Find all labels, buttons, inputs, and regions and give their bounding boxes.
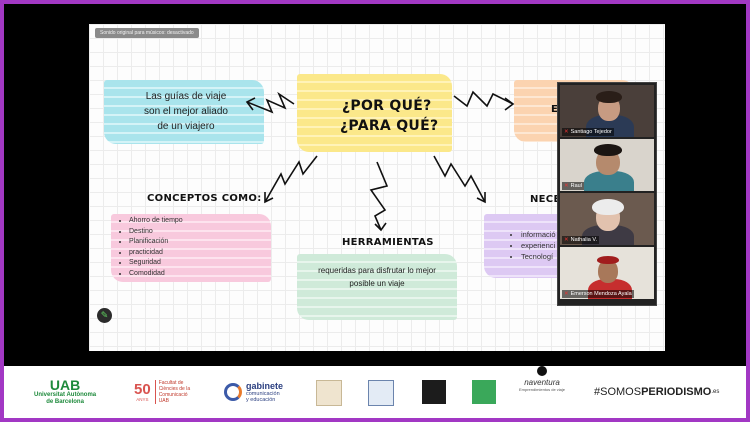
participant-name: Emerson Mendoza Ayala <box>570 291 632 297</box>
arrow-left-head <box>245 97 256 111</box>
sponsor-footer: UAB Universitat Autònoma de Barcelona 50… <box>4 366 746 418</box>
center-title-2: ¿PARA QUÉ? <box>340 118 439 134</box>
mic-off-icon: ✕ <box>564 129 569 135</box>
center-note <box>297 74 452 152</box>
conceptos-list: Ahorro de tiempo Destino Planificación p… <box>117 216 183 279</box>
list-item: informació <box>521 229 556 240</box>
herramientas-note <box>297 254 457 320</box>
list-item: experienci <box>521 240 556 251</box>
arrow-down-center-head <box>374 222 387 232</box>
mic-off-icon: ✕ <box>564 183 569 189</box>
sponsor-logo-dark <box>422 380 446 404</box>
arrow-down-center <box>369 161 389 231</box>
list-item: Tecnologí <box>521 251 556 262</box>
arrow-down-left-head <box>264 192 274 204</box>
participant-tile[interactable]: ✕Santiago Tejedor <box>560 85 654 137</box>
necesidades-title: NECES <box>530 194 569 205</box>
arrow-left <box>246 91 295 114</box>
participant-tile[interactable]: ✕Raul <box>560 139 654 191</box>
original-sound-notice[interactable]: Sonido original para músicos: desactivad… <box>95 28 199 38</box>
sponsor-logo-beige <box>316 380 342 406</box>
window-frame: Sonido original para músicos: desactivad… <box>4 4 746 418</box>
pen-icon[interactable]: ✎ <box>97 308 112 323</box>
50-anys-logo: 50 ANYS Facultat de Ciències de la Comun… <box>134 380 191 404</box>
top-left-note <box>104 80 264 144</box>
arrow-right <box>453 90 514 108</box>
arrow-down-right-head <box>476 192 486 204</box>
herramientas-text: requeridas para disfrutar lo mejor posib… <box>318 266 436 288</box>
list-item: practicidad <box>129 248 183 259</box>
mic-off-icon: ✕ <box>564 291 569 297</box>
mic-off-icon: ✕ <box>564 237 569 243</box>
connector-arrows <box>245 90 515 232</box>
necesidades-list: informació experienci Tecnologí <box>509 229 556 262</box>
top-right-title: E <box>551 104 559 115</box>
participant-name: Santiago Tejedor <box>570 129 612 135</box>
participant-name: Nathalia V. <box>570 237 598 243</box>
arrow-down-right <box>433 155 486 203</box>
list-item: Destino <box>129 227 183 238</box>
herramientas-title: HERRAMIENTAS <box>342 237 434 248</box>
list-item: Comodidad <box>129 269 183 280</box>
participants-panel: ✕Santiago Tejedor ✕Raul ✕Nathalia V. ✕Em… <box>557 82 657 306</box>
sponsor-logo-green <box>472 380 496 404</box>
top-left-note-text: Las guías de viaje son el mejor aliado d… <box>144 91 228 132</box>
gabinete-logo: gabinete comunicación y educación <box>224 366 283 418</box>
sponsor-logo-robot <box>368 380 394 406</box>
list-item: Seguridad <box>129 258 183 269</box>
center-title-1: ¿POR QUÉ? <box>342 98 432 114</box>
conceptos-title: CONCEPTOS COMO: <box>147 193 262 204</box>
participant-tile[interactable]: ✕Emerson Mendoza Ayala <box>560 247 654 299</box>
naventura-logo: naventura Emprendimientos de viaje <box>519 366 565 418</box>
shared-screen: Sonido original para músicos: desactivad… <box>89 24 665 351</box>
list-item: Planificación <box>129 237 183 248</box>
list-item: Ahorro de tiempo <box>129 216 183 227</box>
naventura-mark-icon <box>537 366 548 376</box>
participant-tile[interactable]: ✕Nathalia V. <box>560 193 654 245</box>
gabinete-icon <box>224 383 242 401</box>
arrow-down-left <box>264 155 318 203</box>
participant-name: Raul <box>570 183 582 189</box>
uab-logo: UAB Universitat Autònoma de Barcelona <box>34 377 97 405</box>
conceptos-note <box>111 214 271 282</box>
arrow-right-head <box>504 97 515 111</box>
